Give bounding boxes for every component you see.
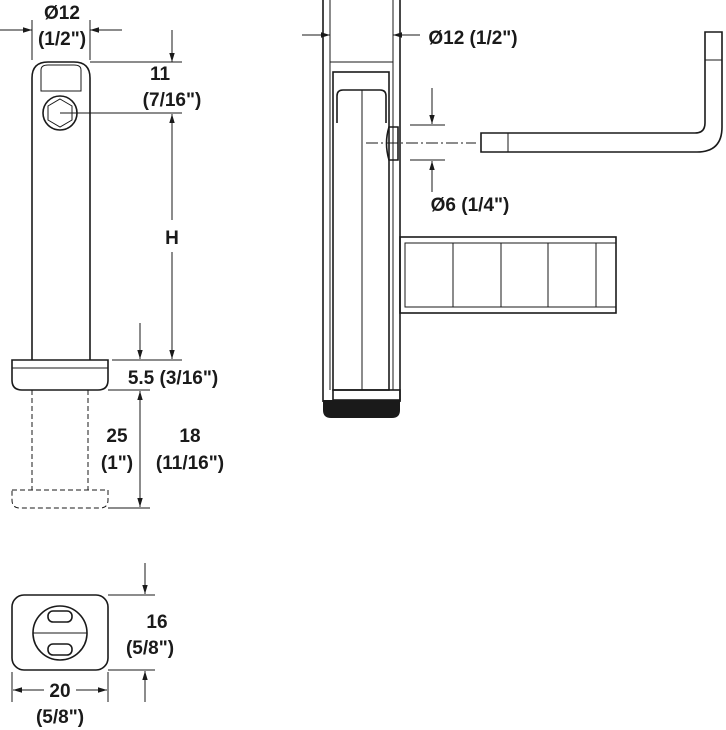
side-view: Ø12 (1/2") 11 (7/16") H 5.5 (3/16") 25 (… xyxy=(0,3,224,509)
height-label: H xyxy=(165,228,179,249)
pin-body xyxy=(31,61,91,360)
inner-sleeve xyxy=(332,71,390,391)
key-hole xyxy=(385,126,399,161)
shelf xyxy=(399,236,617,314)
rubber-foot xyxy=(323,400,400,418)
hex-icon xyxy=(47,98,73,128)
width-label: 20 xyxy=(49,681,70,702)
width-in-label: (5/8") xyxy=(36,707,84,728)
adjust-b-in-label: (11/16") xyxy=(156,453,224,474)
slot xyxy=(47,610,73,623)
foot-outline xyxy=(11,594,109,671)
top-offset-label: 11 xyxy=(150,64,171,85)
hex-key xyxy=(480,31,723,153)
pin-cap xyxy=(40,64,82,92)
diameter-label: Ø12 xyxy=(44,3,80,24)
foot-extended xyxy=(11,489,109,509)
foot-height-label: 5.5 (3/16") xyxy=(128,368,218,389)
assembly-view: Ø12 (1/2") Ø6 (1/4") xyxy=(302,0,723,418)
tube-diameter-label: Ø12 (1/2") xyxy=(428,28,517,49)
depth-in-label: (5/8") xyxy=(126,638,174,659)
depth-label: 16 xyxy=(146,612,167,633)
key-diameter-label: Ø6 (1/4") xyxy=(431,195,510,216)
adjust-b-label: 18 xyxy=(179,426,200,447)
slot xyxy=(47,643,73,656)
top-offset-in-label: (7/16") xyxy=(143,90,202,111)
bottom-view: 16 (5/8") 20 (5/8") xyxy=(11,563,174,728)
diameter-in-label: (1/2") xyxy=(38,29,86,50)
adjust-a-label: 25 xyxy=(106,426,128,447)
foot xyxy=(11,359,109,391)
adjust-a-in-label: (1") xyxy=(101,453,133,474)
